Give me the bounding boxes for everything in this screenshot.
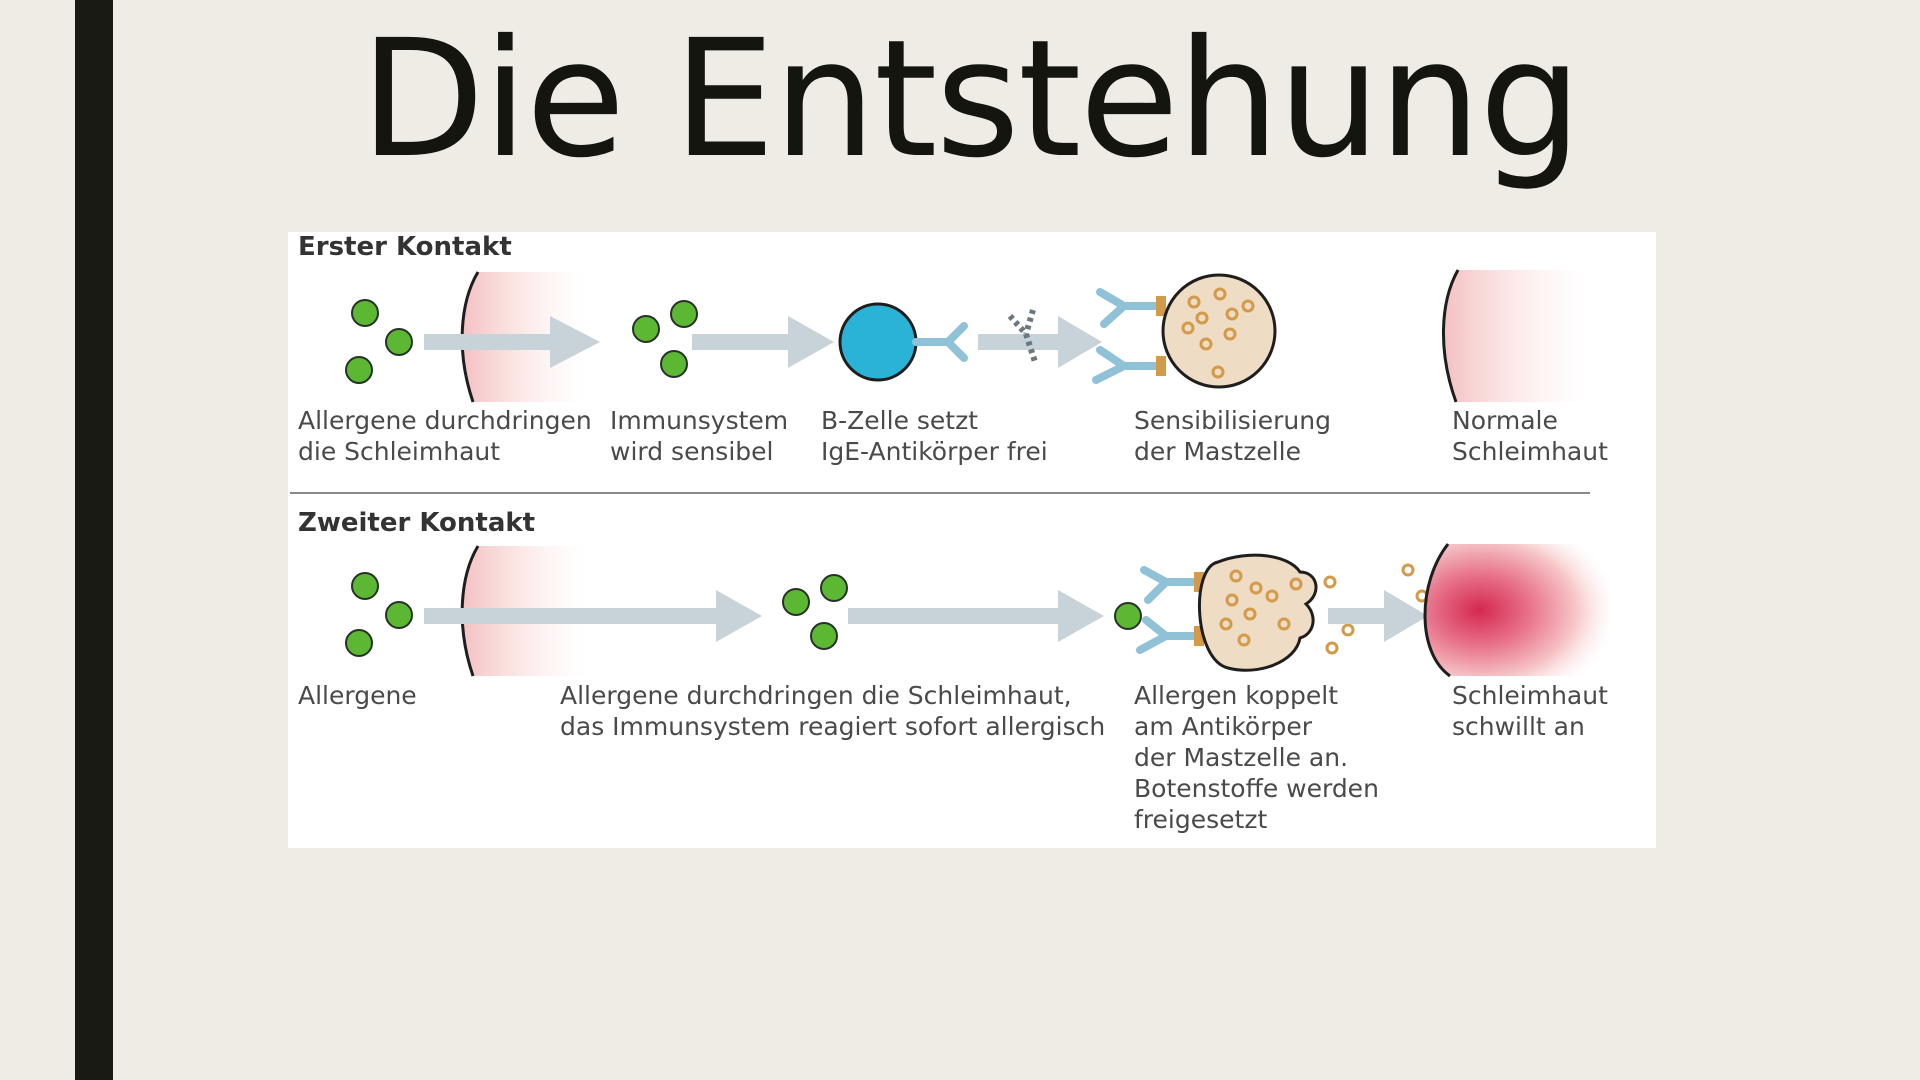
first-contact-graphics (345, 269, 1588, 403)
mast-cell (1092, 273, 1277, 389)
arrowhead-1 (550, 316, 600, 368)
slide-accent-bar (75, 0, 113, 1080)
free-ige-antibody (1007, 309, 1038, 363)
caption-mucosa-swells: Schleimhaut schwillt an (1452, 681, 1608, 741)
caption-allergens: Allergene (298, 681, 417, 710)
released-messengers (1323, 563, 1429, 655)
allergen-cluster-4 (782, 574, 848, 650)
allergen-cluster-1 (345, 299, 413, 384)
second-contact-graphics (345, 543, 1608, 678)
caption-allergens-penetrate: Allergene durchdringen die Schleimhaut (298, 406, 592, 466)
caption-b-cell-ige: B-Zelle setzt IgE-Antikörper frei (821, 406, 1048, 466)
normal-mucosa (1442, 269, 1588, 403)
caption-allergic-reaction: Allergene durchdringen die Schleimhaut, … (560, 681, 1106, 741)
arrowhead-4 (716, 590, 762, 642)
allergen-cluster-3 (345, 572, 413, 657)
swollen-mucosa (1423, 543, 1608, 678)
allergen-cluster-2 (632, 300, 698, 378)
b-cell (838, 302, 968, 382)
activated-mast-cell (1114, 553, 1318, 672)
allergy-diagram: Erster Kontakt Zweiter Kontakt Allergene… (288, 232, 1656, 848)
arrowhead-3 (1058, 316, 1102, 368)
slide-title: Die Entstehung (360, 6, 1582, 194)
caption-mast-cell-sensitization: Sensibilisierung der Mastzelle (1134, 406, 1331, 466)
arrowhead-6 (1384, 590, 1428, 642)
caption-normal-mucosa: Normale Schleimhaut (1452, 406, 1608, 466)
first-contact-heading: Erster Kontakt (298, 232, 512, 262)
second-contact-heading: Zweiter Kontakt (298, 508, 536, 538)
section-divider (290, 492, 1590, 494)
arrowhead-5 (1058, 590, 1104, 642)
arrowhead-2 (788, 316, 834, 368)
diagram-graphics (345, 269, 1608, 678)
caption-immune-sensitized: Immunsystem wird sensibel (610, 406, 789, 466)
caption-allergen-binds: Allergen koppelt am Antikörper der Mastz… (1134, 681, 1379, 834)
